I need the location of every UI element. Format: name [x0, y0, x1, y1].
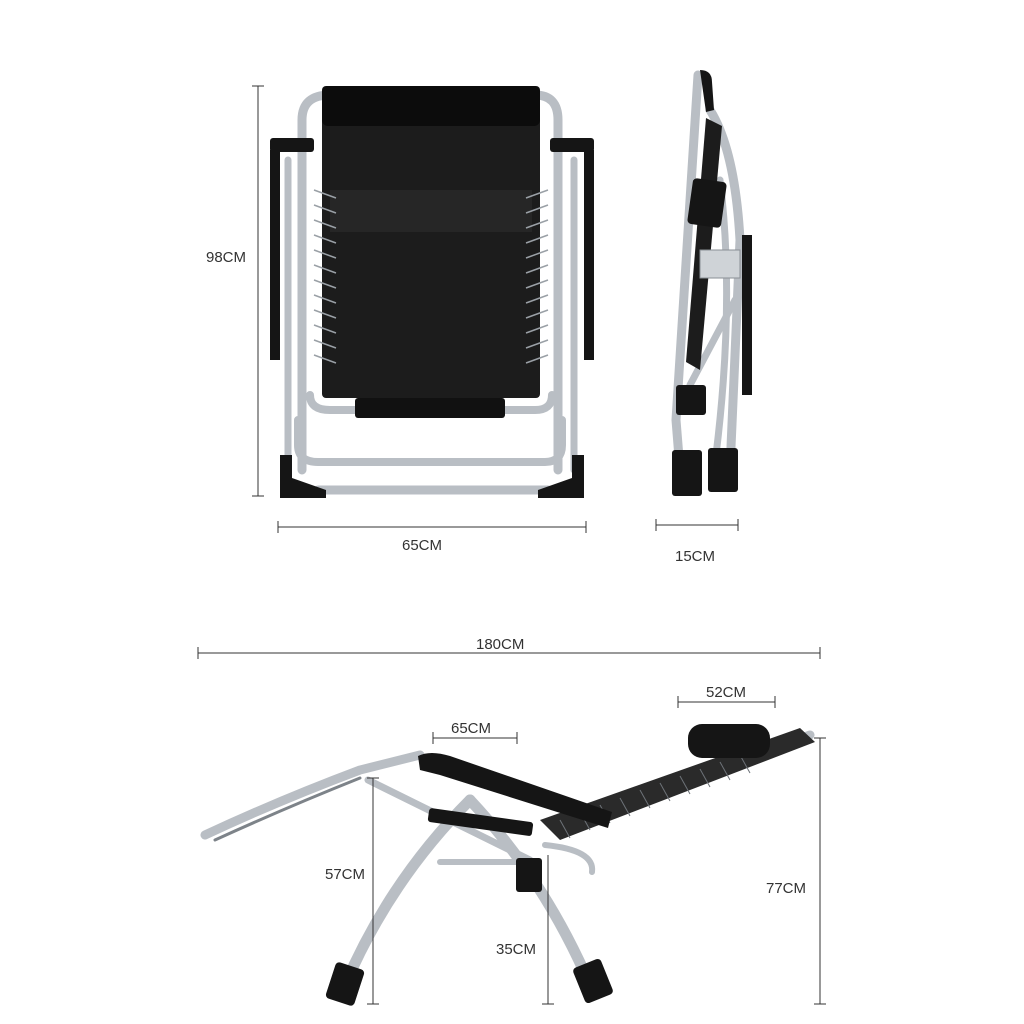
front-left-foot — [280, 455, 326, 498]
front-left-armrest — [270, 138, 314, 152]
front-left-arm-panel — [270, 150, 280, 360]
seat-height-label: 35CM — [496, 941, 536, 958]
recliner-length-label: 180CM — [476, 636, 524, 653]
front-right-armrest — [550, 138, 594, 152]
headrest-dimension — [677, 696, 776, 708]
total-height-label: 77CM — [766, 880, 806, 897]
reclined-foot-front — [325, 962, 365, 1006]
front-lower-bar — [294, 416, 566, 466]
reclined-foot-rear — [573, 958, 613, 1004]
headrest-label: 52CM — [706, 684, 746, 701]
reclined-fabric-back — [540, 728, 815, 840]
side-hinge-plate — [699, 249, 741, 279]
front-width-dimension — [277, 521, 587, 533]
reclined-footrest-shadow — [213, 776, 362, 842]
armrest-height-label: 57CM — [325, 866, 365, 883]
recliner-length-dimension — [197, 647, 821, 659]
side-front-tube — [705, 105, 745, 475]
front-width-label: 65CM — [402, 537, 442, 554]
side-brace — [686, 296, 739, 389]
front-height-dimension — [252, 85, 264, 497]
reclined-armrest — [418, 753, 612, 828]
reclined-front-leg — [339, 794, 476, 991]
side-lock-block — [676, 385, 706, 415]
front-fabric-seat — [322, 86, 540, 398]
front-right-foot — [538, 455, 584, 498]
front-headrest — [322, 86, 540, 126]
armrest-dimension — [432, 732, 518, 744]
side-foot-right — [708, 448, 738, 492]
armrest-height-dimension — [367, 777, 379, 1005]
front-height-label: 98CM — [206, 249, 246, 266]
side-armrest-block — [687, 178, 727, 228]
side-arm-panel — [742, 235, 752, 395]
side-depth-label: 15CM — [675, 548, 715, 565]
side-depth-dimension — [655, 519, 739, 531]
seat-height-dimension — [542, 855, 554, 1005]
reclined-lock-block — [516, 858, 542, 892]
front-right-arm-panel — [584, 150, 594, 360]
front-view-folded-chair — [270, 86, 594, 498]
reclined-seat-curve — [542, 842, 596, 875]
side-view-reclined-chair — [200, 724, 815, 1006]
front-elastic-cords — [313, 189, 549, 364]
side-view-folded-chair — [671, 70, 752, 496]
side-top-cap — [700, 70, 714, 112]
reclined-headrest-pillow — [688, 724, 770, 758]
side-foot-left — [672, 450, 702, 496]
total-height-dimension — [814, 737, 826, 1005]
front-footrest-pad — [355, 398, 505, 418]
front-fabric-panel — [330, 190, 532, 232]
reclined-seat-bracket — [427, 808, 534, 836]
armrest-length-label: 65CM — [451, 720, 491, 737]
reclined-footrest-tube — [200, 750, 425, 840]
